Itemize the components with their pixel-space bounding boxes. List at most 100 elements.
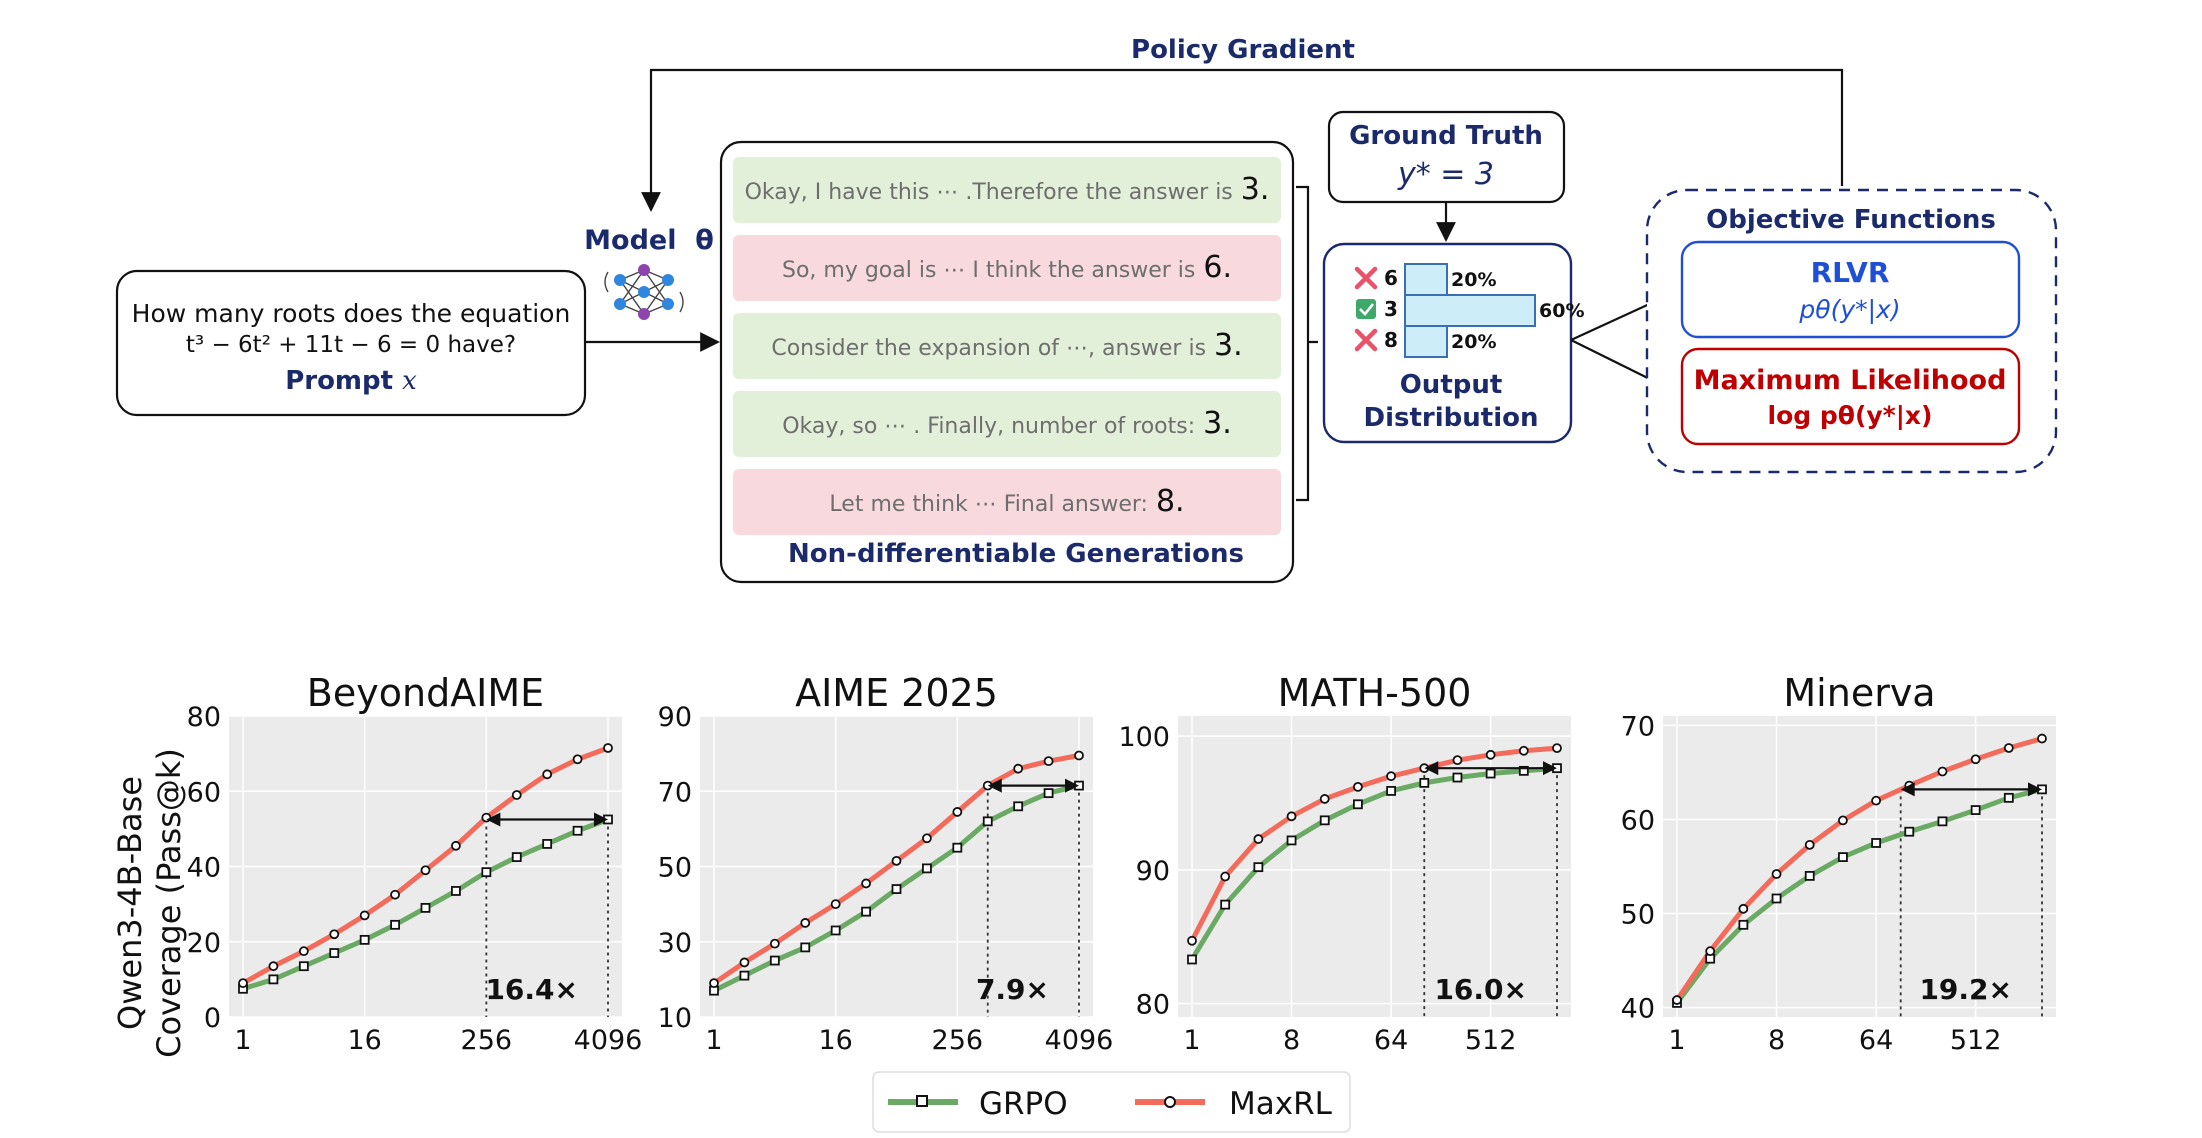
generation-text: Okay, so ⋯ . Finally, number of roots:3. bbox=[782, 406, 1232, 441]
maxrl-point bbox=[1353, 782, 1363, 792]
maxrl-point bbox=[238, 978, 248, 989]
distribution-percent: 20% bbox=[1451, 331, 1496, 353]
y-tick-label: 50 bbox=[658, 853, 692, 884]
y-tick-label: 80 bbox=[187, 702, 221, 733]
y-axis-label-line2: Coverage (Pass@k) bbox=[150, 748, 188, 1058]
grpo-point bbox=[861, 906, 871, 917]
y-tick-label: 10 bbox=[658, 1003, 692, 1034]
maxrl-point bbox=[298, 946, 309, 957]
wrong-generation-bg bbox=[733, 235, 1281, 301]
legend-item-maxrl: MaxRL bbox=[1135, 1086, 1333, 1122]
grpo-point bbox=[481, 867, 492, 878]
y-tick-label: 70 bbox=[1621, 711, 1655, 742]
x-tick-label: 4096 bbox=[1045, 1025, 1114, 1056]
distribution-answer: 3 bbox=[1384, 297, 1398, 321]
arrow-head-right bbox=[1065, 778, 1079, 793]
arrow-head-left bbox=[1900, 782, 1915, 797]
prompt-question: How many roots does the equation bbox=[132, 299, 571, 328]
arrow-head-right bbox=[594, 812, 608, 827]
maxrl-point bbox=[572, 754, 583, 765]
generation-text: Let me think ⋯ Final answer:8. bbox=[829, 484, 1184, 519]
y-tick-label: 20 bbox=[187, 928, 221, 959]
maxrl-line bbox=[1189, 745, 1558, 942]
grpo-point bbox=[1937, 816, 1948, 827]
y-tick-label: 50 bbox=[1621, 900, 1655, 931]
grpo-point bbox=[1452, 772, 1463, 783]
maxrl-point bbox=[511, 790, 522, 800]
distribution-percent: 60% bbox=[1539, 300, 1584, 322]
x-tick-label: 64 bbox=[1859, 1025, 1893, 1056]
maxrl-point bbox=[1937, 766, 1948, 777]
maxrl-point bbox=[709, 978, 719, 989]
ground-truth-formula: y* = 3 bbox=[1397, 157, 1494, 192]
grpo-point bbox=[982, 816, 993, 827]
grpo-point bbox=[1871, 838, 1881, 848]
maxrl-point bbox=[1187, 935, 1197, 946]
y-tick-label: 40 bbox=[1621, 994, 1655, 1025]
grpo-point bbox=[1253, 862, 1264, 873]
plot-area bbox=[1663, 716, 2056, 1017]
neural-network-icon bbox=[604, 264, 684, 320]
maxrl-point bbox=[420, 865, 431, 876]
ground-truth-title: Ground Truth bbox=[1349, 121, 1543, 151]
grpo-point bbox=[952, 842, 963, 853]
coverage-charts: Qwen3-4B-Base Coverage (Pass@k) 02040608… bbox=[111, 671, 2056, 1133]
grpo-line bbox=[1189, 765, 1558, 961]
grpo-point bbox=[1838, 852, 1848, 862]
grpo-point bbox=[1970, 805, 1981, 815]
x-tick-label: 1 bbox=[705, 1025, 722, 1056]
y-tick-label: 60 bbox=[187, 777, 221, 808]
grpo-point bbox=[769, 955, 780, 966]
legend-maxrl-label: MaxRL bbox=[1229, 1086, 1333, 1122]
output-label-line1: Output bbox=[1400, 370, 1503, 400]
speedup-annotation: 7.9× bbox=[976, 973, 1049, 1006]
x-tick-label: 8 bbox=[1768, 1025, 1785, 1056]
maxrl-point bbox=[1518, 745, 1529, 756]
grpo-point bbox=[830, 925, 841, 936]
ml-box bbox=[1680, 347, 2021, 446]
maxrl-point bbox=[1970, 754, 1981, 765]
maxrl-point bbox=[769, 938, 780, 949]
x-tick-label: 1 bbox=[1183, 1025, 1200, 1056]
maxrl-point bbox=[861, 878, 871, 889]
legend-box bbox=[872, 1071, 1351, 1133]
check-mark bbox=[1359, 303, 1375, 316]
maxrl-point bbox=[1485, 749, 1496, 760]
distribution-bar bbox=[1404, 263, 1448, 296]
y-tick-label: 70 bbox=[658, 777, 692, 808]
rlvr-box bbox=[1680, 240, 2021, 339]
generation-row: Let me think ⋯ Final answer:8. bbox=[733, 469, 1281, 535]
y-tick-label: 30 bbox=[658, 928, 692, 959]
y-tick-label: 40 bbox=[187, 853, 221, 884]
speedup-annotation: 19.2× bbox=[1919, 973, 2012, 1006]
grpo-point bbox=[298, 961, 309, 972]
grpo-point bbox=[451, 886, 461, 896]
model-label: Model θ bbox=[584, 225, 714, 256]
generations-bracket bbox=[1296, 185, 1318, 502]
grpo-point bbox=[1804, 871, 1815, 881]
x-tick-label: 256 bbox=[932, 1025, 984, 1056]
generation-text: Okay, I have this ⋯ .Therefore the answe… bbox=[745, 172, 1270, 207]
distribution-bar bbox=[1404, 325, 1448, 358]
prompt-variable: x bbox=[402, 366, 417, 396]
grpo-point bbox=[2003, 792, 2014, 803]
chart-title: Minerva bbox=[1783, 671, 1935, 715]
maxrl-point bbox=[922, 833, 932, 844]
chart-title: MATH-500 bbox=[1278, 671, 1472, 715]
grpo-point bbox=[1319, 815, 1330, 826]
grpo-point bbox=[1013, 801, 1024, 812]
distribution-row: 3 60% bbox=[1356, 294, 1584, 327]
generation-reasoning: Let me think ⋯ Final answer: bbox=[829, 492, 1148, 517]
y-tick-label: 100 bbox=[1118, 722, 1170, 753]
speedup-annotation: 16.0× bbox=[1434, 973, 1527, 1006]
grpo-point bbox=[1286, 835, 1297, 846]
prompt-label: Prompt x bbox=[285, 366, 417, 396]
maxrl-point bbox=[1220, 871, 1231, 882]
wrong-generation-bg bbox=[733, 469, 1281, 535]
maxrl-point bbox=[1013, 763, 1024, 774]
x-tick-label: 8 bbox=[1283, 1025, 1300, 1056]
correct-generation-bg bbox=[733, 157, 1281, 223]
